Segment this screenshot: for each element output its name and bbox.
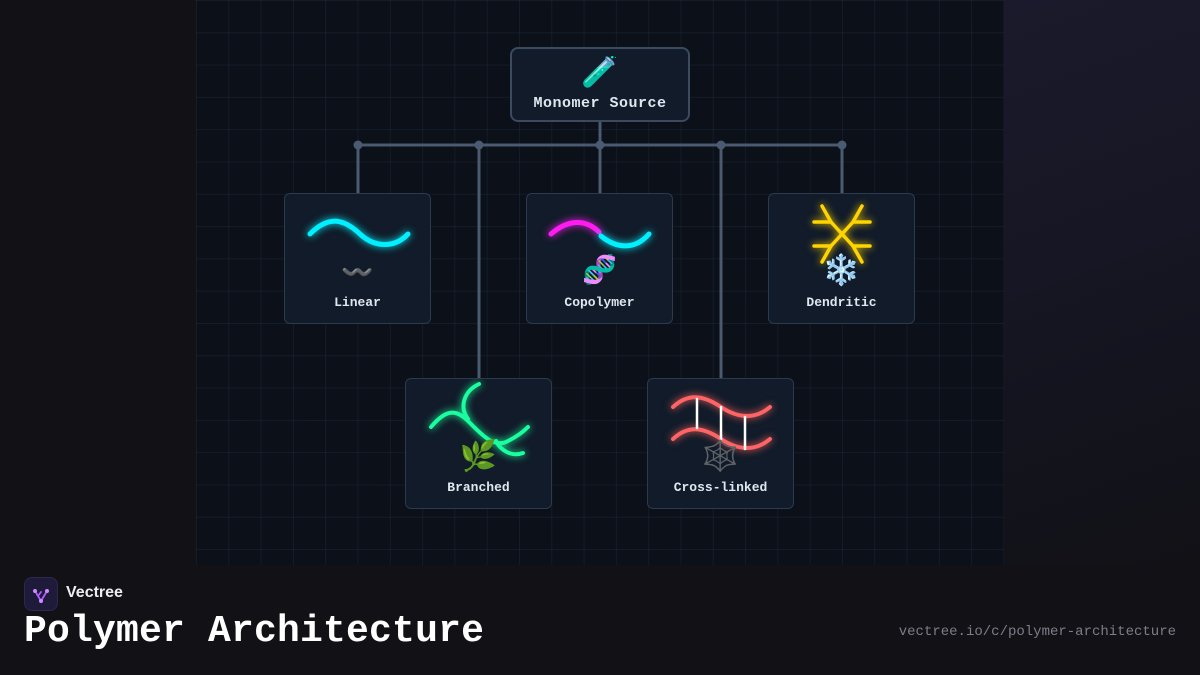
- node-label: Dendritic: [806, 295, 877, 310]
- junction-dot: [353, 140, 363, 150]
- dendritic-tree-graphic: [812, 204, 872, 264]
- junction-dot: [474, 140, 484, 150]
- node-copolymer[interactable]: 🧬 Copolymer: [526, 193, 673, 324]
- junction-dot: [595, 140, 605, 150]
- node-label: Branched: [447, 480, 510, 495]
- node-linear[interactable]: 〰️ Linear: [284, 193, 431, 324]
- node-monomer-source[interactable]: 🧪 Monomer Source: [510, 47, 690, 122]
- node-label: Cross-linked: [673, 480, 768, 495]
- dna-icon: 🧬: [582, 253, 617, 286]
- linear-chain-graphic: [307, 218, 411, 247]
- page-url-link[interactable]: vectree.io/c/polymer-architecture: [898, 624, 1176, 640]
- brand-name: Vectree: [66, 584, 123, 601]
- background-glow: [1004, 0, 1200, 565]
- herb-icon: 🌿: [459, 439, 498, 474]
- wavy-dash-icon: 〰️: [341, 258, 374, 288]
- junction-dot: [837, 140, 847, 150]
- copolymer-chain-graphic: [548, 220, 652, 249]
- page-title: Polymer Architecture: [24, 610, 485, 653]
- node-dendritic[interactable]: ❄️ Dendritic: [768, 193, 915, 324]
- node-label: Copolymer: [564, 295, 635, 310]
- test-tube-icon: 🧪: [581, 55, 619, 90]
- spider-web-icon: 🕸️: [701, 439, 740, 474]
- connector-lines: [353, 119, 847, 381]
- node-branched[interactable]: 🌿 Branched: [405, 378, 552, 509]
- cross-linked-network-graphic: [671, 395, 772, 451]
- snowflake-icon: ❄️: [822, 253, 861, 288]
- footer: [0, 565, 1200, 675]
- node-cross-linked[interactable]: 🕸️ Cross-linked: [647, 378, 794, 509]
- branched-chain-graphic: [429, 382, 530, 457]
- vectree-logo-icon: [24, 577, 58, 611]
- node-label: Linear: [334, 295, 381, 310]
- junction-dot: [716, 140, 726, 150]
- node-label: Monomer Source: [533, 95, 667, 112]
